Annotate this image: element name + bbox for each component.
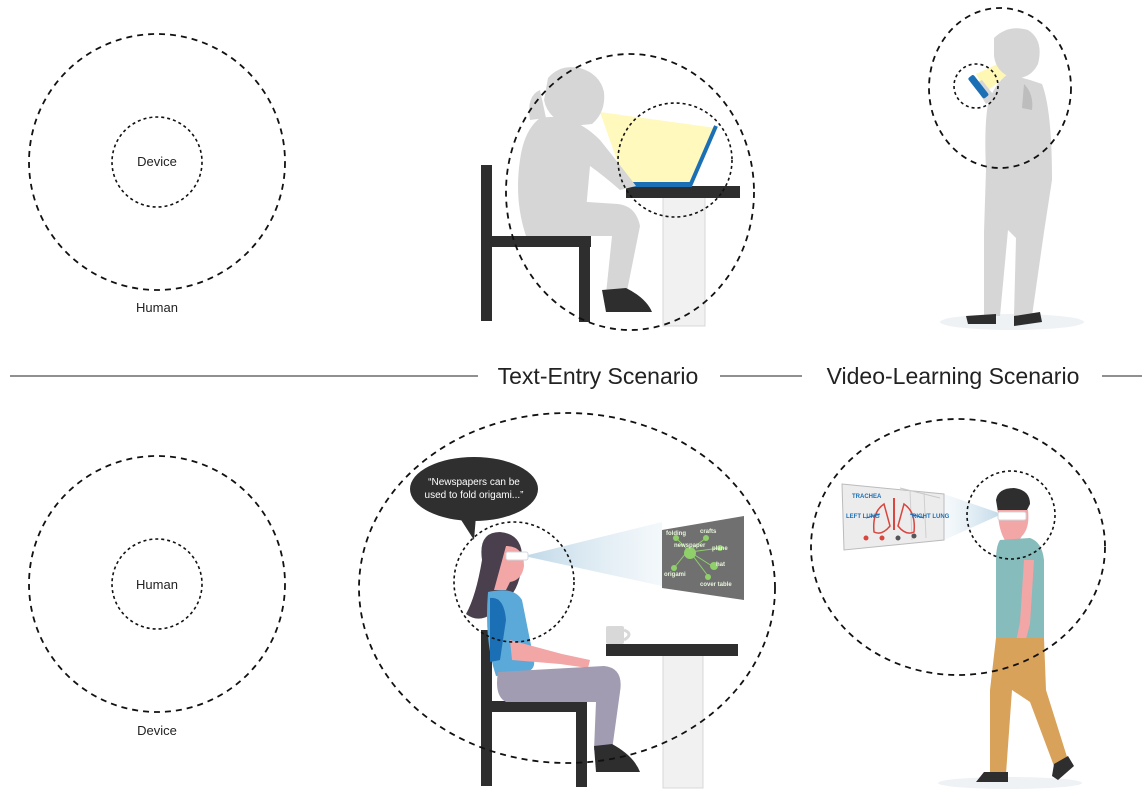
- ar-glasses-woman: [505, 551, 529, 561]
- speech-line-2: used to fold origami...”: [425, 490, 524, 501]
- ar-video-inner-circle: [966, 470, 1056, 560]
- ar-text-inner-circle: [453, 521, 575, 643]
- chair-leg-top: [579, 246, 590, 322]
- projection-beam-text: [524, 522, 662, 586]
- shoe-left-top: [966, 314, 996, 324]
- mindmap-word-5: origami: [664, 572, 686, 578]
- screen-light-top: [600, 112, 716, 186]
- mindmap-word-2: crafts: [700, 529, 717, 535]
- phone-inner-circle: [953, 63, 999, 109]
- mindmap-panel: [662, 516, 744, 600]
- projection-beam-video: [944, 494, 1002, 540]
- phone-outer-circle: [928, 7, 1072, 169]
- man-hair: [996, 488, 1030, 512]
- gray-person-arm: [1022, 84, 1033, 110]
- man-arm: [1014, 560, 1034, 654]
- text-entry-title: Text-Entry Scenario: [498, 363, 699, 389]
- ar-text-outer-circle: [358, 412, 776, 764]
- shoe-right-top: [1014, 312, 1042, 326]
- woman-pants: [497, 666, 621, 750]
- video-learning-title: Video-Learning Scenario: [827, 363, 1080, 389]
- table-leg-bottom: [662, 653, 704, 789]
- chair-leg-bottom: [576, 711, 587, 787]
- bottom-concentric-diagram: Human Device: [28, 455, 286, 738]
- ar-glasses-man: [997, 511, 1027, 521]
- top-outer-circle: [28, 33, 286, 291]
- section-divider: Text-Entry Scenario Video-Learning Scena…: [10, 363, 1142, 389]
- anatomy-label-left-lung: LEFT LUNG: [846, 514, 880, 520]
- gray-person-sitting: [518, 67, 640, 296]
- mindmap-word-4: plane: [712, 546, 728, 552]
- top-outer-label: Human: [136, 300, 178, 315]
- man-shoe-right: [1052, 756, 1074, 780]
- man-pants: [990, 638, 1068, 774]
- bottom-ar-video-scene: TRACHEA LEFT LUNG RIGHT LUNG: [810, 418, 1106, 789]
- speech-line-1: “Newspapers can be: [428, 477, 520, 488]
- top-phone-scene: [928, 7, 1084, 330]
- phone-device: [968, 75, 989, 99]
- top-inner-circle: [111, 116, 203, 208]
- table-top-bottom: [606, 644, 738, 656]
- top-laptop-scene: [481, 53, 755, 331]
- laptop-inner-circle: [617, 102, 733, 218]
- gray-person-shoe: [602, 288, 652, 312]
- anatomy-label-right-lung: RIGHT LUNG: [912, 514, 950, 520]
- bottom-outer-label: Device: [137, 723, 177, 738]
- top-inner-label: Device: [137, 154, 177, 169]
- ar-video-outer-circle: [810, 418, 1106, 676]
- laptop-screen: [688, 125, 718, 187]
- laptop-base: [630, 182, 692, 187]
- laptop-outer-circle: [505, 53, 755, 331]
- bottom-inner-circle: [111, 538, 203, 630]
- mindmap-word-6: hat: [716, 562, 725, 568]
- floor-shadow-top: [940, 314, 1084, 330]
- man-shoe-left: [976, 772, 1008, 782]
- woman-shirt-shadow: [490, 597, 506, 662]
- mindmap-nodes: folding crafts newspaper plane origami h…: [664, 529, 732, 588]
- floor-shadow-bottom: [938, 777, 1082, 789]
- table-top-top: [626, 186, 740, 198]
- coffee-mug: [606, 626, 624, 644]
- speech-bubble: “Newspapers can be used to fold origami.…: [410, 457, 538, 540]
- top-concentric-diagram: Device Human: [28, 33, 286, 315]
- chair-seat-top: [481, 236, 591, 247]
- coffee-mug-handle: [623, 628, 631, 642]
- table-leg-top: [662, 195, 706, 327]
- bottom-inner-label: Human: [136, 577, 178, 592]
- woman-shoe: [594, 744, 640, 772]
- chair-seat-bottom: [481, 701, 587, 712]
- bottom-ar-text-scene: “Newspapers can be used to fold origami.…: [358, 412, 776, 789]
- mindmap-word-7: cover table: [700, 582, 732, 588]
- mindmap-word-1: folding: [666, 531, 686, 537]
- video-panel-content: TRACHEA LEFT LUNG RIGHT LUNG: [846, 487, 950, 541]
- anatomy-label-trachea: TRACHEA: [852, 494, 882, 500]
- mindmap-word-3: newspaper: [674, 543, 706, 549]
- bottom-outer-circle: [28, 455, 286, 713]
- woman-arm: [510, 640, 590, 668]
